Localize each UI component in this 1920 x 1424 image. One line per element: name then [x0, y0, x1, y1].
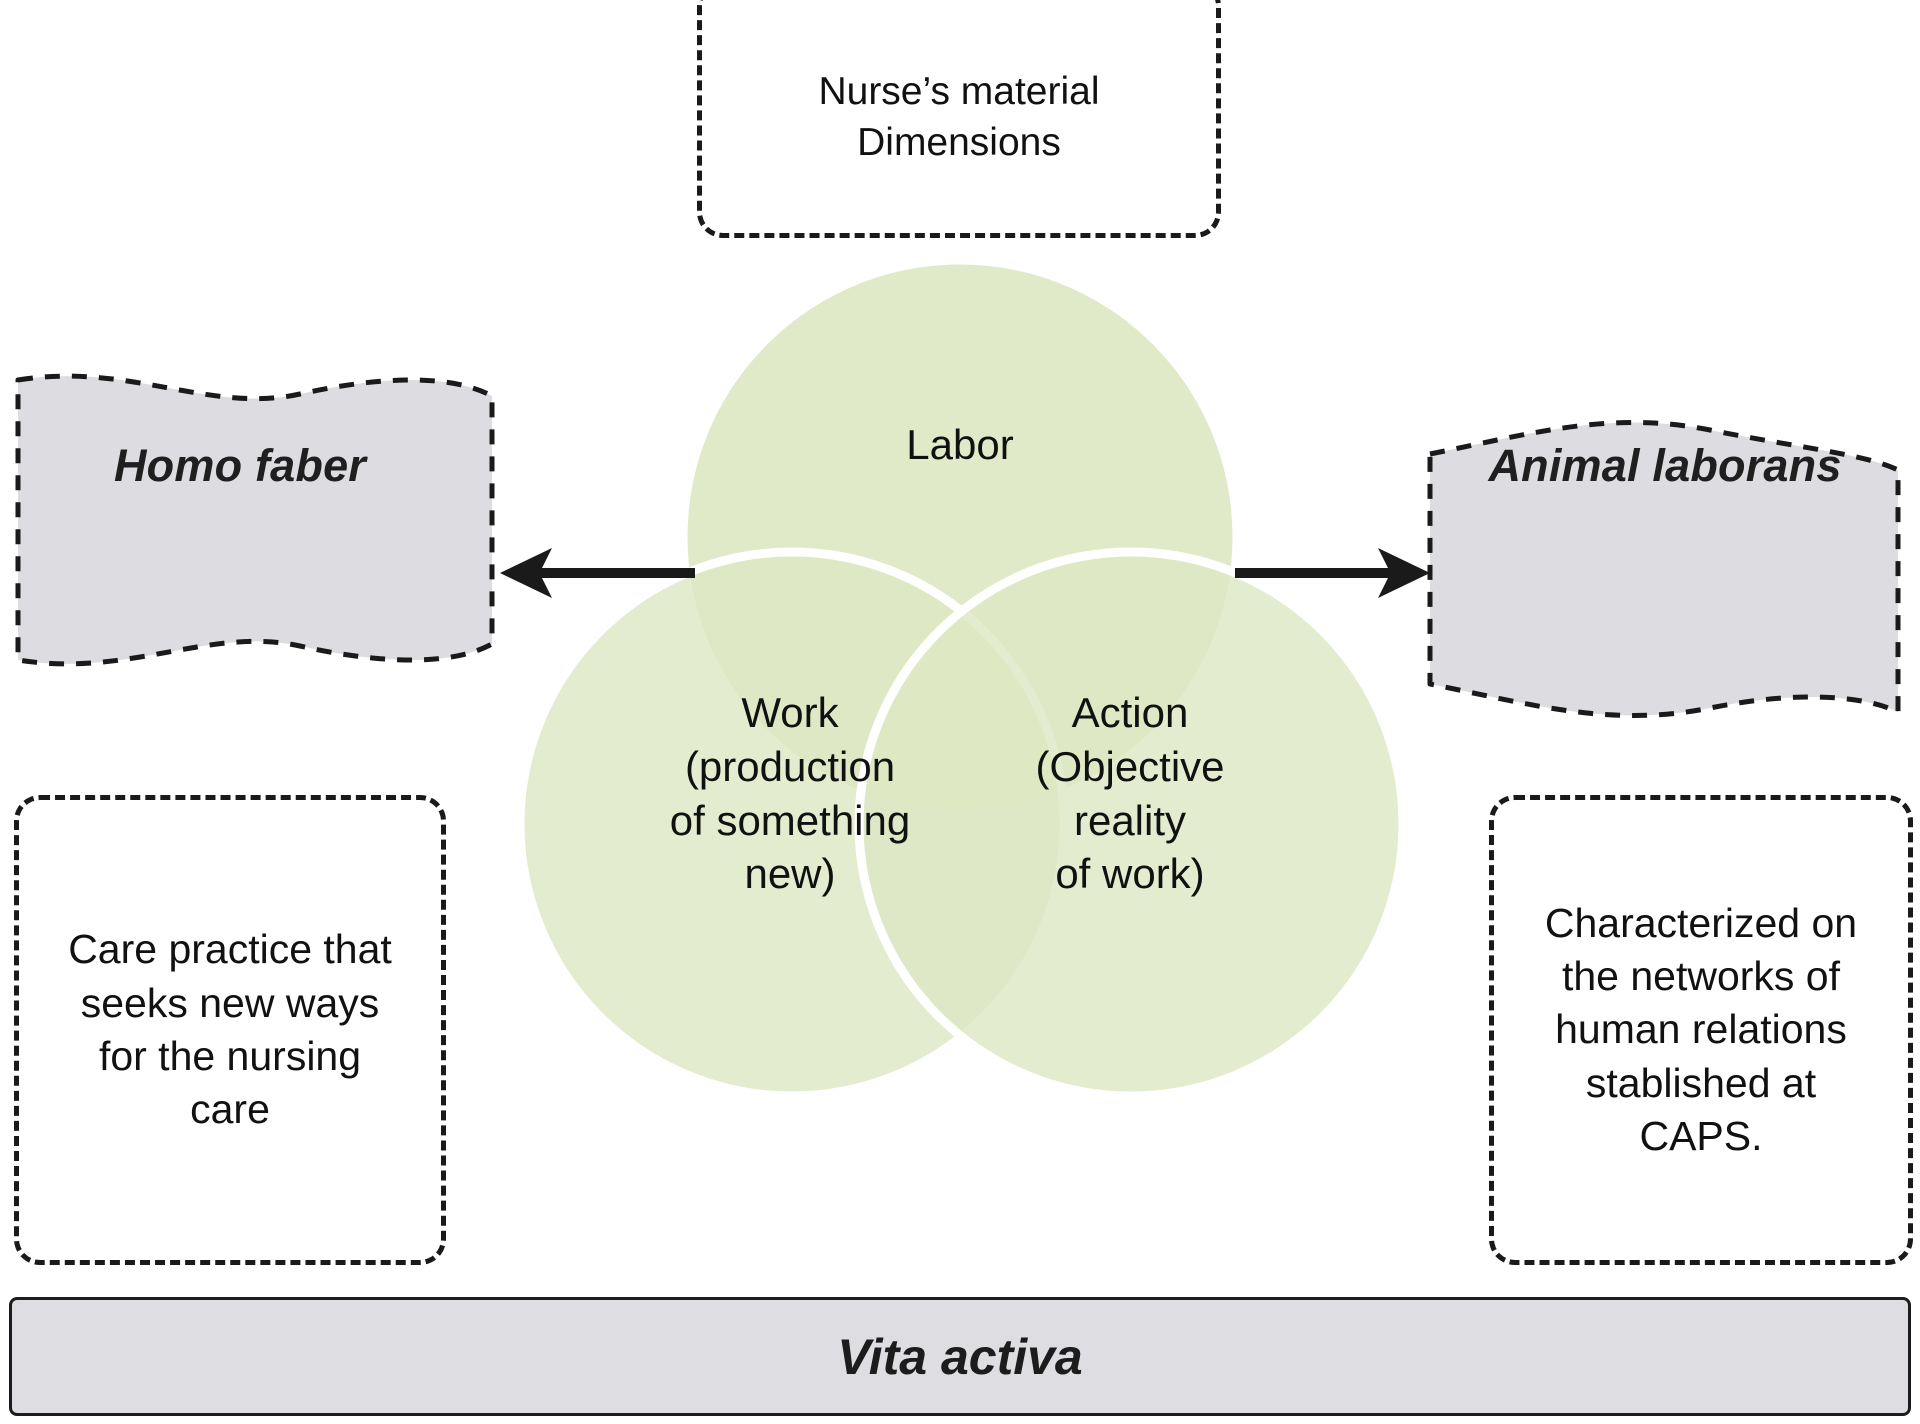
ribbon-label-animal-laborans: Animal laborans [1488, 440, 1842, 491]
venn-label-labor: Labor [906, 421, 1014, 468]
ribbon-homo-faber [15, 373, 495, 667]
note-nurses-material-dimensions: Nurse’s material Dimensions [697, 0, 1221, 238]
note-text: Characterized on the networks of human r… [1544, 899, 1858, 1159]
note-care-practice: Care practice that seeks new ways for th… [14, 795, 446, 1265]
note-text: Nurse’s material Dimensions [818, 70, 1100, 164]
note-text: Care practice that seeks new ways for th… [68, 926, 392, 1133]
note-caps-networks: Characterized on the networks of human r… [1489, 795, 1913, 1265]
ribbon-animal-laborans [1427, 420, 1901, 718]
venn-label-action: Action (Objective reality of work) [1035, 689, 1225, 898]
venn-label-work: Work (production of something new) [669, 689, 911, 898]
arrow-right-icon [1235, 548, 1430, 598]
ribbon-label-homo-faber: Homo faber [113, 440, 367, 491]
vita-activa-bar: Vita activa [9, 1297, 1911, 1416]
arrow-left-icon [500, 548, 695, 598]
vita-activa-label: Vita activa [837, 1328, 1083, 1385]
